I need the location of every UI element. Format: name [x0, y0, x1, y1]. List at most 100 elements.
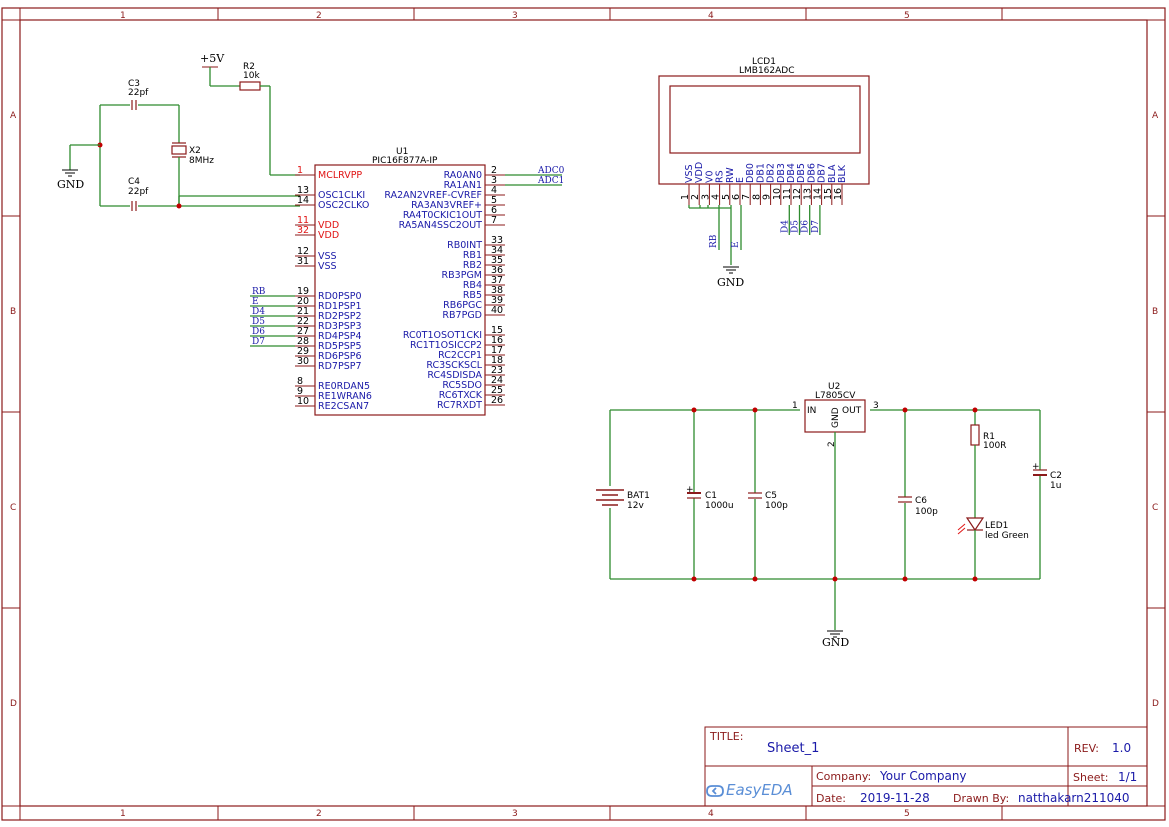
- c5-value: 100p: [765, 501, 788, 511]
- u1-pin-name: RD7PSP7: [318, 361, 362, 372]
- lcd-pin-name: DB5: [796, 163, 807, 183]
- u1-pin-name: RB6PGC: [443, 300, 482, 311]
- u1-pin-name: RA4T0CKIC1OUT: [403, 210, 482, 221]
- gnd-label: GND: [822, 636, 849, 649]
- junction: [972, 576, 978, 582]
- u1-pin-name: RB2: [463, 260, 482, 271]
- lcd-pin-name: VSS: [684, 164, 695, 183]
- u1-pin-name: RE2CSAN7: [318, 401, 369, 412]
- c3-ref: C3: [128, 79, 140, 89]
- lcd-pin-name: RS: [715, 170, 726, 183]
- r2-ref: R2: [243, 62, 255, 72]
- u1-pin-number: 13: [297, 185, 309, 196]
- r2-body: [239, 81, 261, 91]
- c2-value: 1u: [1050, 481, 1061, 491]
- ruler-row-right: A: [1152, 111, 1159, 121]
- company-label: Company:: [816, 770, 871, 783]
- u1-ref: U1: [396, 147, 408, 157]
- c2-ref: C2: [1050, 471, 1062, 481]
- lcd-pin-number: 13: [802, 188, 813, 200]
- ruler-row-right: B: [1152, 307, 1158, 317]
- u1-pin-number: 6: [491, 205, 497, 216]
- lcd-pin-name: BLA: [827, 164, 838, 183]
- u1-pin-name: OSC1CLKI: [318, 190, 365, 201]
- lcd-net-label: D5: [791, 220, 801, 233]
- u1-pin-number: 21: [297, 306, 309, 317]
- lcd1-screen: [669, 85, 861, 154]
- bat1-symbol: [596, 489, 624, 506]
- u2-pin1-num: 1: [792, 401, 798, 411]
- ruler-col-top: 3: [512, 11, 518, 21]
- u1-pin-name: MCLRVPP: [318, 170, 362, 181]
- r1-body: [970, 424, 980, 446]
- ground-symbol: [723, 266, 739, 274]
- u1-pin-number: 22: [297, 316, 309, 327]
- u1-pin-number: 5: [491, 195, 497, 206]
- u1-pin-number: 31: [297, 256, 309, 267]
- u1-pin-name: OSC2CLKO: [318, 200, 369, 211]
- rev-label: REV:: [1074, 742, 1099, 755]
- sheet-label: Sheet:: [1073, 771, 1109, 784]
- bat1-ref: BAT1: [627, 491, 650, 501]
- u1-pin-name: RB4: [463, 280, 482, 291]
- ruler-col-bottom: 5: [904, 809, 910, 819]
- u1-pin-number: 16: [491, 335, 503, 346]
- u1-pin-name: VDD: [318, 230, 339, 241]
- net-label: D4: [252, 307, 265, 317]
- ruler-row-left: B: [10, 307, 16, 317]
- junction: [752, 576, 758, 582]
- u2-pin3-num: 3: [873, 401, 879, 411]
- c2-polarity: +: [1032, 462, 1040, 472]
- lcd-pin-name: V0: [704, 170, 715, 183]
- lcd-pin-number: 2: [690, 194, 701, 200]
- ruler-row-right: D: [1152, 699, 1159, 709]
- lcd-pin-number: 3: [700, 194, 711, 200]
- date-value: 2019-11-28: [860, 791, 930, 805]
- logo-text: EasyEDA: [726, 781, 793, 799]
- u1-pin-number: 26: [491, 395, 503, 406]
- gnd-label: GND: [57, 178, 84, 191]
- u1-pin-number: 18: [491, 355, 503, 366]
- lcd-pin-number: 16: [833, 188, 844, 200]
- lcd-pin-number: 14: [813, 188, 824, 200]
- c4-value: 22pf: [128, 187, 149, 197]
- lcd-pin-number: 1: [680, 194, 691, 200]
- rev-value: 1.0: [1112, 741, 1131, 755]
- u1-pin-number: 12: [297, 246, 309, 257]
- net-label: D6: [252, 327, 265, 337]
- junction: [691, 407, 697, 413]
- u2-ref: U2: [828, 382, 840, 392]
- r1-ref: R1: [983, 432, 995, 442]
- r2-value: 10k: [243, 71, 260, 81]
- u1-pin-name: RC1T1OSICCP2: [410, 340, 482, 351]
- lcd-pin-name: E: [735, 177, 746, 183]
- u1-pin-number: 33: [491, 235, 503, 246]
- u1-pin-number: 23: [491, 365, 503, 376]
- u1-pin-number: 35: [491, 255, 503, 266]
- lcd-pin-name: DB0: [745, 163, 756, 183]
- ground-symbol: [62, 169, 78, 177]
- junction: [752, 407, 758, 413]
- ruler-col-top: 4: [708, 11, 714, 21]
- title-label: TITLE:: [709, 730, 743, 743]
- vcc-label: +5V: [200, 52, 225, 65]
- led1-symbol: [957, 517, 985, 535]
- lcd1-ref: LCD1: [752, 57, 776, 67]
- u2-pin-out: OUT: [842, 406, 862, 416]
- lcd-pin-number: 4: [711, 194, 722, 200]
- u1-pin-number: 2: [491, 165, 497, 176]
- c5-ref: C5: [765, 491, 777, 501]
- u1-pin-name: RA5AN4SSC2OUT: [399, 220, 483, 231]
- net-label: E: [252, 297, 259, 307]
- u1-pin-number: 24: [491, 375, 503, 386]
- lcd-net-label: RB: [709, 234, 719, 248]
- u1-pin-name: RA1AN1: [444, 180, 482, 191]
- lcd-pin-number: 11: [782, 188, 793, 200]
- r1-value: 100R: [983, 441, 1006, 451]
- x2-ref: X2: [189, 146, 201, 156]
- u1-pin-number: 34: [491, 245, 503, 256]
- u1-pin-name: RC2CCP1: [438, 350, 482, 361]
- u1-pin-name: RC6TXCK: [439, 390, 483, 401]
